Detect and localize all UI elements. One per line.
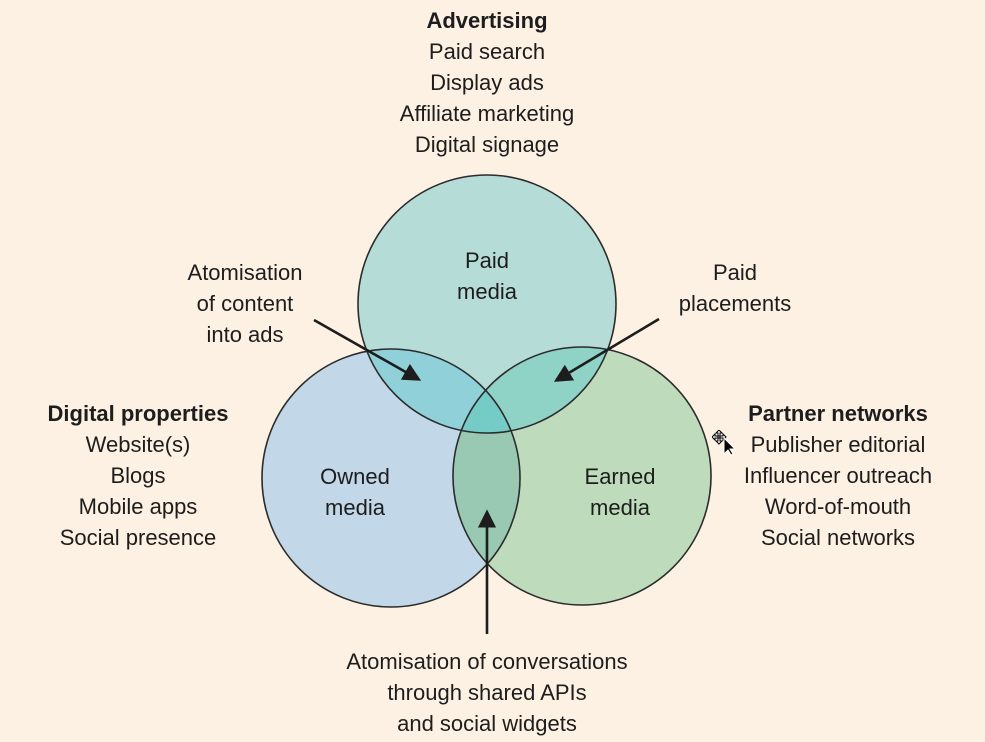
annotation-line: placements [678, 291, 792, 316]
digital-properties-item: Mobile apps [78, 494, 198, 519]
partner-networks-group: Partner networks Publisher editorial Inf… [717, 398, 959, 553]
owned-media-label: Owned media [295, 461, 415, 523]
annotation-line: into ads [206, 322, 284, 347]
paid-media-label-line: media [457, 279, 517, 304]
digital-properties-item: Social presence [59, 525, 217, 550]
annotation-line: Paid [712, 260, 758, 285]
partner-networks-title: Partner networks [748, 401, 928, 426]
paid-media-label-line: Paid [464, 248, 510, 273]
digital-properties-title: Digital properties [47, 401, 229, 426]
annotation-paid-owned: Atomisation of content into ads [160, 257, 330, 350]
advertising-item: Digital signage [414, 132, 560, 157]
owned-media-label-line: Owned [320, 464, 390, 489]
advertising-item: Paid search [428, 39, 546, 64]
annotation-line: of content [196, 291, 294, 316]
earned-media-label-line: Earned [584, 464, 656, 489]
paid-media-label: Paid media [427, 245, 547, 307]
earned-media-label-line: media [590, 495, 650, 520]
advertising-title: Advertising [426, 8, 548, 33]
annotation-owned-earned: Atomisation of conversations through sha… [297, 646, 677, 739]
move-cursor-icon [712, 430, 736, 456]
circle-outlines [261, 174, 712, 608]
digital-properties-group: Digital properties Website(s) Blogs Mobi… [18, 398, 258, 553]
advertising-item: Affiliate marketing [399, 101, 575, 126]
paid-earned-overlap [453, 347, 616, 433]
partner-networks-item: Influencer outreach [743, 463, 933, 488]
digital-properties-item: Website(s) [85, 432, 191, 457]
arrow-paid-owned [313, 318, 422, 381]
advertising-group: Advertising Paid search Display ads Affi… [337, 5, 637, 160]
annotation-line: through shared APIs [387, 680, 587, 705]
earned-media-label: Earned media [560, 461, 680, 523]
partner-networks-item: Publisher editorial [750, 432, 926, 457]
owned-media-label-line: media [325, 495, 385, 520]
digital-properties-item: Blogs [110, 463, 166, 488]
annotation-line: Atomisation [187, 260, 303, 285]
annotation-line: Atomisation of conversations [346, 649, 628, 674]
annotation-line: and social widgets [397, 711, 577, 736]
advertising-item: Display ads [430, 70, 544, 95]
annotation-paid-earned: Paid placements [655, 257, 815, 319]
partner-networks-item: Social networks [760, 525, 916, 550]
arrow-paid-earned [553, 317, 660, 382]
partner-networks-item: Word-of-mouth [764, 494, 912, 519]
paid-owned-overlap [358, 349, 520, 433]
